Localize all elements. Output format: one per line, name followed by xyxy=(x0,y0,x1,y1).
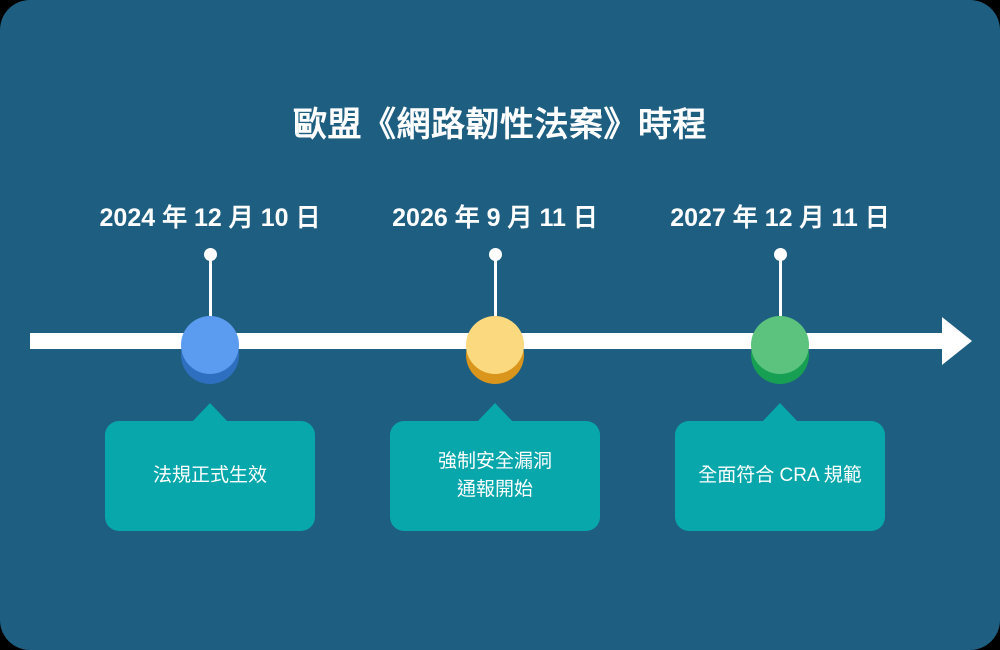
milestone-2-date: 2026 年 9 月 11 日 xyxy=(392,204,598,232)
milestone-1: 2024 年 12 月 10 日 法規正式生效 xyxy=(60,0,360,650)
milestone-1-card[interactable]: 法規正式生效 xyxy=(105,421,315,531)
milestone-2-card-pointer xyxy=(476,403,514,423)
milestone-2: 2026 年 9 月 11 日 強制安全漏洞 通報開始 xyxy=(345,0,645,650)
milestone-1-marker-circle[interactable] xyxy=(181,316,239,374)
milestone-3-date: 2027 年 12 月 11 日 xyxy=(670,204,890,232)
milestone-3-pin-dot-icon xyxy=(774,248,787,261)
milestone-2-card[interactable]: 強制安全漏洞 通報開始 xyxy=(390,421,600,531)
page-title: 歐盟《網路韌性法案》時程 xyxy=(293,106,707,144)
milestone-1-card-pointer xyxy=(191,403,229,423)
milestone-3-pin-stem xyxy=(778,258,782,330)
milestone-3-card-pointer xyxy=(761,403,799,423)
timeline-arrow-icon xyxy=(942,317,972,365)
milestone-3-marker-circle[interactable] xyxy=(751,316,809,374)
milestone-2-pin-dot-icon xyxy=(489,248,502,261)
milestone-1-pin-dot-icon xyxy=(204,248,217,261)
milestone-2-card-label: 強制安全漏洞 通報開始 xyxy=(437,451,552,500)
milestone-1-date: 2024 年 12 月 10 日 xyxy=(99,204,321,232)
milestone-3-card[interactable]: 全面符合 CRA 規範 xyxy=(675,421,885,531)
milestone-2-pin-stem xyxy=(493,258,497,330)
milestone-1-card-label: 法規正式生效 xyxy=(152,465,267,486)
milestone-2-marker-circle[interactable] xyxy=(466,316,524,374)
milestone-3-card-label: 全面符合 CRA 規範 xyxy=(698,465,862,486)
milestone-3: 2027 年 12 月 11 日 全面符合 CRA 規範 xyxy=(630,0,930,650)
milestone-1-pin-stem xyxy=(208,258,212,330)
